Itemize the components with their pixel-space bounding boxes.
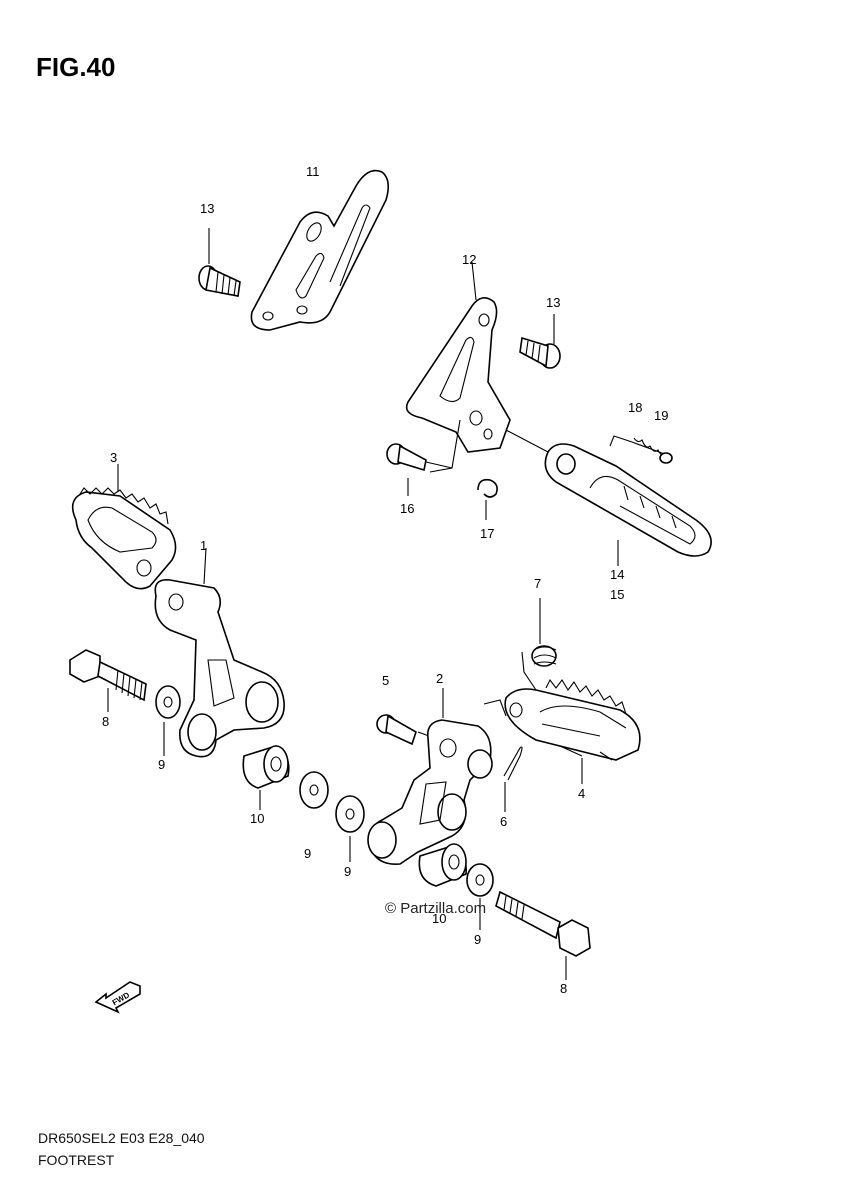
figure-title: FIG.40 <box>36 52 116 82</box>
callout-14: 14 <box>610 567 624 582</box>
part-2-footrest-arm-right <box>367 688 507 865</box>
model-code: DR650SEL2 E03 E28_040 <box>38 1130 205 1146</box>
callout-9-right: 9 <box>474 932 481 947</box>
callout-12: 12 <box>462 252 476 267</box>
part-12-footrest-bracket <box>405 261 511 473</box>
callout-17: 17 <box>480 526 494 541</box>
callout-8-left: 8 <box>102 714 109 729</box>
part-3-footpeg-left <box>71 464 177 590</box>
callout-1: 1 <box>200 538 207 553</box>
part-1-footrest-arm-left <box>154 547 285 758</box>
figure-caption: FOOTREST <box>38 1152 115 1168</box>
part-18-19-spring <box>609 435 673 464</box>
part-9-washer-left-2 <box>299 771 329 809</box>
callout-16: 16 <box>400 501 414 516</box>
part-9-washer-center <box>335 795 365 862</box>
part-6-cotter-pin <box>503 746 523 812</box>
callout-10-right: 10 <box>432 911 446 926</box>
part-7-spring <box>521 598 557 691</box>
part-13-bolt-left <box>198 228 241 297</box>
watermark: © Partzilla.com <box>385 900 487 917</box>
part-11-bracket <box>250 169 390 331</box>
part-9-washer-right <box>466 863 494 930</box>
part-10-bushing-right <box>418 843 468 887</box>
callout-18: 18 <box>628 400 642 415</box>
callout-3: 3 <box>110 450 117 465</box>
callout-11: 11 <box>306 164 320 179</box>
part-16-pin <box>386 443 453 496</box>
callout-8-right: 8 <box>560 981 567 996</box>
callout-6: 6 <box>500 814 507 829</box>
callout-9-center: 9 <box>344 864 351 879</box>
callout-labels: 11 13 12 13 18 19 3 16 17 1 14 15 7 5 2 … <box>102 164 668 996</box>
callout-9-mid: 9 <box>304 846 311 861</box>
part-14-footpeg-right <box>505 429 712 566</box>
callout-7: 7 <box>534 576 541 591</box>
callout-13-right: 13 <box>546 295 560 310</box>
part-17-clip <box>477 478 498 520</box>
part-9-washer-left <box>155 685 181 756</box>
callout-10-left: 10 <box>250 811 264 826</box>
callout-5: 5 <box>382 673 389 688</box>
callout-4: 4 <box>578 786 585 801</box>
callout-19: 19 <box>654 408 668 423</box>
part-5-pin <box>376 714 441 746</box>
part-8-bolt-right <box>495 890 591 980</box>
part-4-footpeg-right-lower <box>504 678 641 784</box>
part-10-bushing-left <box>242 745 290 810</box>
forward-arrow-icon: FWD <box>94 981 141 1014</box>
part-13-bolt-right <box>519 314 561 369</box>
callout-9-left: 9 <box>158 757 165 772</box>
part-8-bolt-left <box>69 649 147 712</box>
callout-15: 15 <box>610 587 624 602</box>
callout-13-left: 13 <box>200 201 214 216</box>
callout-2: 2 <box>436 671 443 686</box>
